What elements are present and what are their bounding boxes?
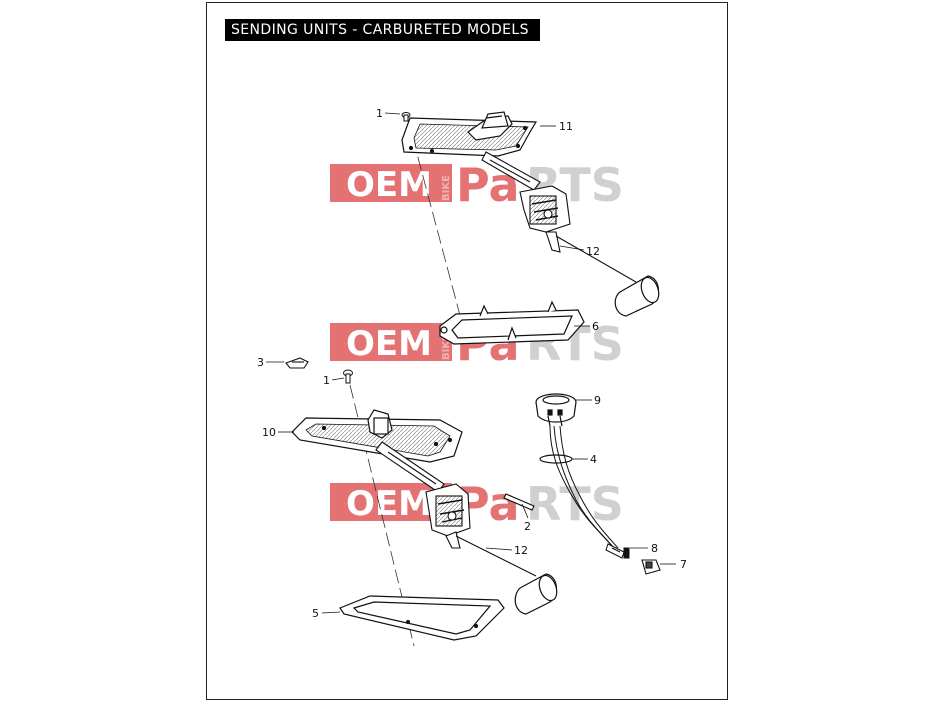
float-bottom (514, 573, 558, 615)
callout-9: 9 (594, 394, 601, 407)
callout-6: 6 (592, 320, 599, 333)
callout-4: 4 (590, 453, 597, 466)
screw-top (401, 112, 411, 122)
watermark-3: OEM BIKE Pa RTS (330, 477, 624, 531)
part-3-clip (285, 357, 309, 369)
mounting-plate-bottom (291, 409, 463, 463)
watermark-oem-text: OEM (346, 324, 432, 364)
diagram-title: SENDING UNITS - CARBURETED MODELS (225, 19, 540, 41)
watermark-oem-box (330, 323, 452, 361)
callout-12-top: 12 (586, 245, 600, 258)
watermark-oem-text: OEM (346, 484, 432, 524)
gasket-5 (339, 595, 505, 641)
watermark-oem-box (330, 164, 452, 202)
float-arm-top (555, 235, 637, 283)
sending-unit-top (519, 185, 571, 253)
callout-1-top: 1 (376, 107, 383, 120)
pin-2 (503, 493, 535, 511)
callout-12-bottom: 12 (514, 544, 528, 557)
callout-7: 7 (680, 558, 687, 571)
diagram-frame (206, 2, 728, 700)
float-top (614, 275, 660, 317)
watermark-bike-text: BIKE (441, 175, 452, 201)
callout-11: 11 (559, 120, 573, 133)
connector-9 (535, 393, 577, 427)
callout-1-mid: 1 (323, 374, 330, 387)
leader-lines (266, 112, 676, 614)
callout-2: 2 (524, 520, 531, 533)
connector-housing-7 (641, 559, 661, 575)
watermark-bike-text: BIKE (441, 334, 452, 360)
callout-8: 8 (651, 542, 658, 555)
watermark-oem-text: OEM (346, 165, 432, 205)
terminal-8 (605, 543, 630, 559)
watermark-1: OEM BIKE Pa RTS (330, 158, 624, 212)
callout-3: 3 (257, 356, 264, 369)
wire-harness (549, 425, 619, 549)
screw-mid (343, 369, 353, 384)
callout-5: 5 (312, 607, 319, 620)
callout-10: 10 (262, 426, 276, 439)
float-arm-bottom (455, 535, 537, 577)
gasket-6 (439, 300, 585, 345)
sending-unit-bottom (425, 483, 471, 549)
mounting-plate-top (401, 111, 538, 157)
